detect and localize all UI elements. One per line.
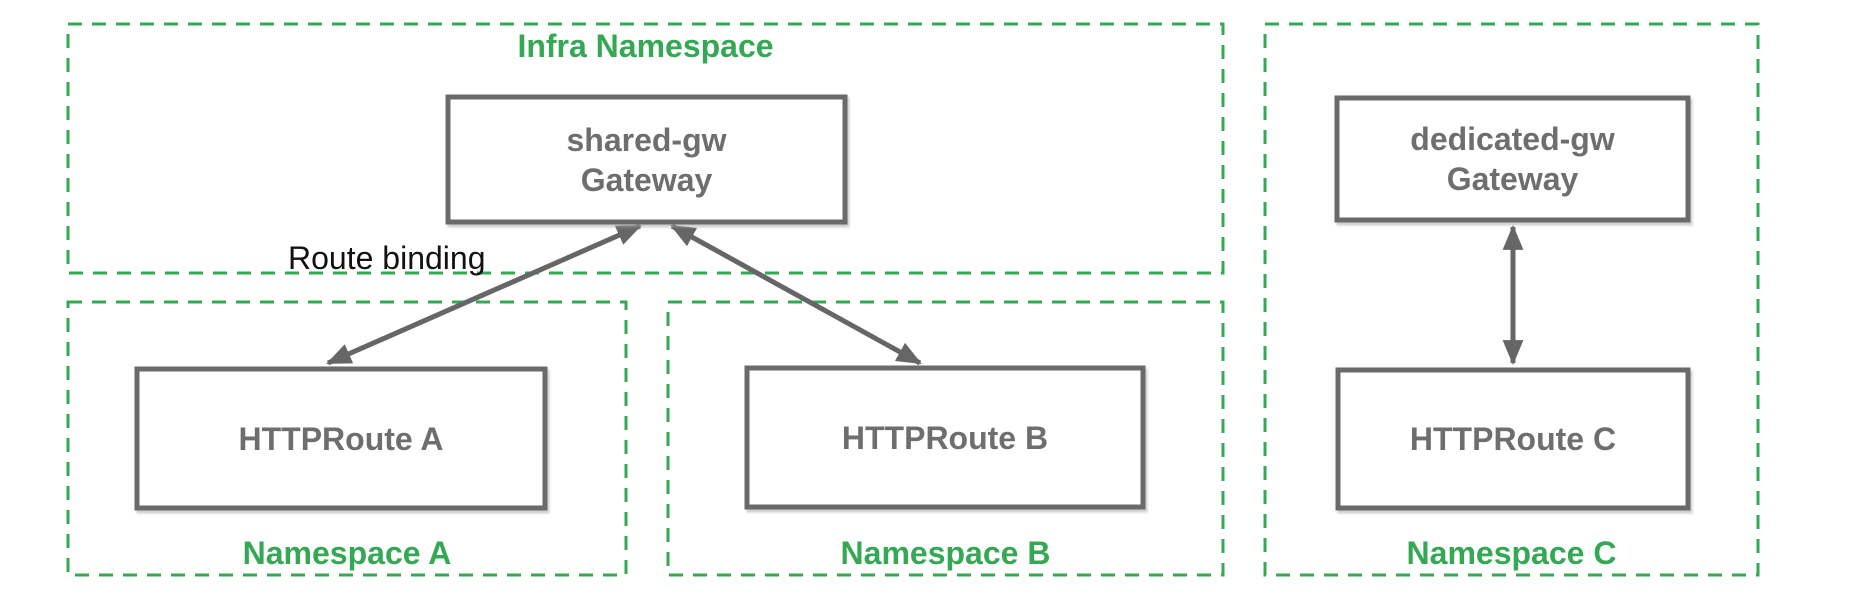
route-binding-arrow-b [670,223,922,366]
dedicated-gateway-kind: Gateway [1446,161,1579,197]
namespace-c-border [1263,22,1760,577]
shared-gateway-label: shared-gw Gateway [448,97,845,222]
httproute-a-label: HTTPRoute A [137,369,545,508]
shared-gateway-box [445,94,848,225]
namespace-a-border [66,300,628,577]
route-binding-arrow-a [326,223,642,366]
httproute-b-box [744,365,1146,510]
namespace-b-label: Namespace B [840,535,1051,571]
shared-gateway-kind: Gateway [580,161,713,198]
shared-gateway-name: shared-gw [566,121,727,158]
route-binding-label: Route binding [288,240,486,276]
namespace-b-border [666,300,1225,577]
dedicated-gateway-label: dedicated-gw Gateway [1337,98,1688,220]
httproute-c-label: HTTPRoute C [1338,370,1688,508]
dedicated-gateway-name: dedicated-gw [1410,121,1615,157]
namespace-a-label: Namespace A [242,535,452,571]
httproute-c-box [1335,367,1691,511]
dedicated-gateway-box [1334,95,1691,223]
infra-namespace-label: Infra Namespace [517,28,774,64]
httproute-c-name: HTTPRoute C [1409,421,1617,457]
namespace-c-label: Namespace C [1406,535,1617,571]
httproute-a-box [134,366,548,511]
httproute-a-name: HTTPRoute A [238,420,444,457]
infra-namespace-border [66,22,1225,275]
httproute-b-name: HTTPRoute B [841,419,1049,456]
httproute-b-label: HTTPRoute B [747,368,1143,507]
